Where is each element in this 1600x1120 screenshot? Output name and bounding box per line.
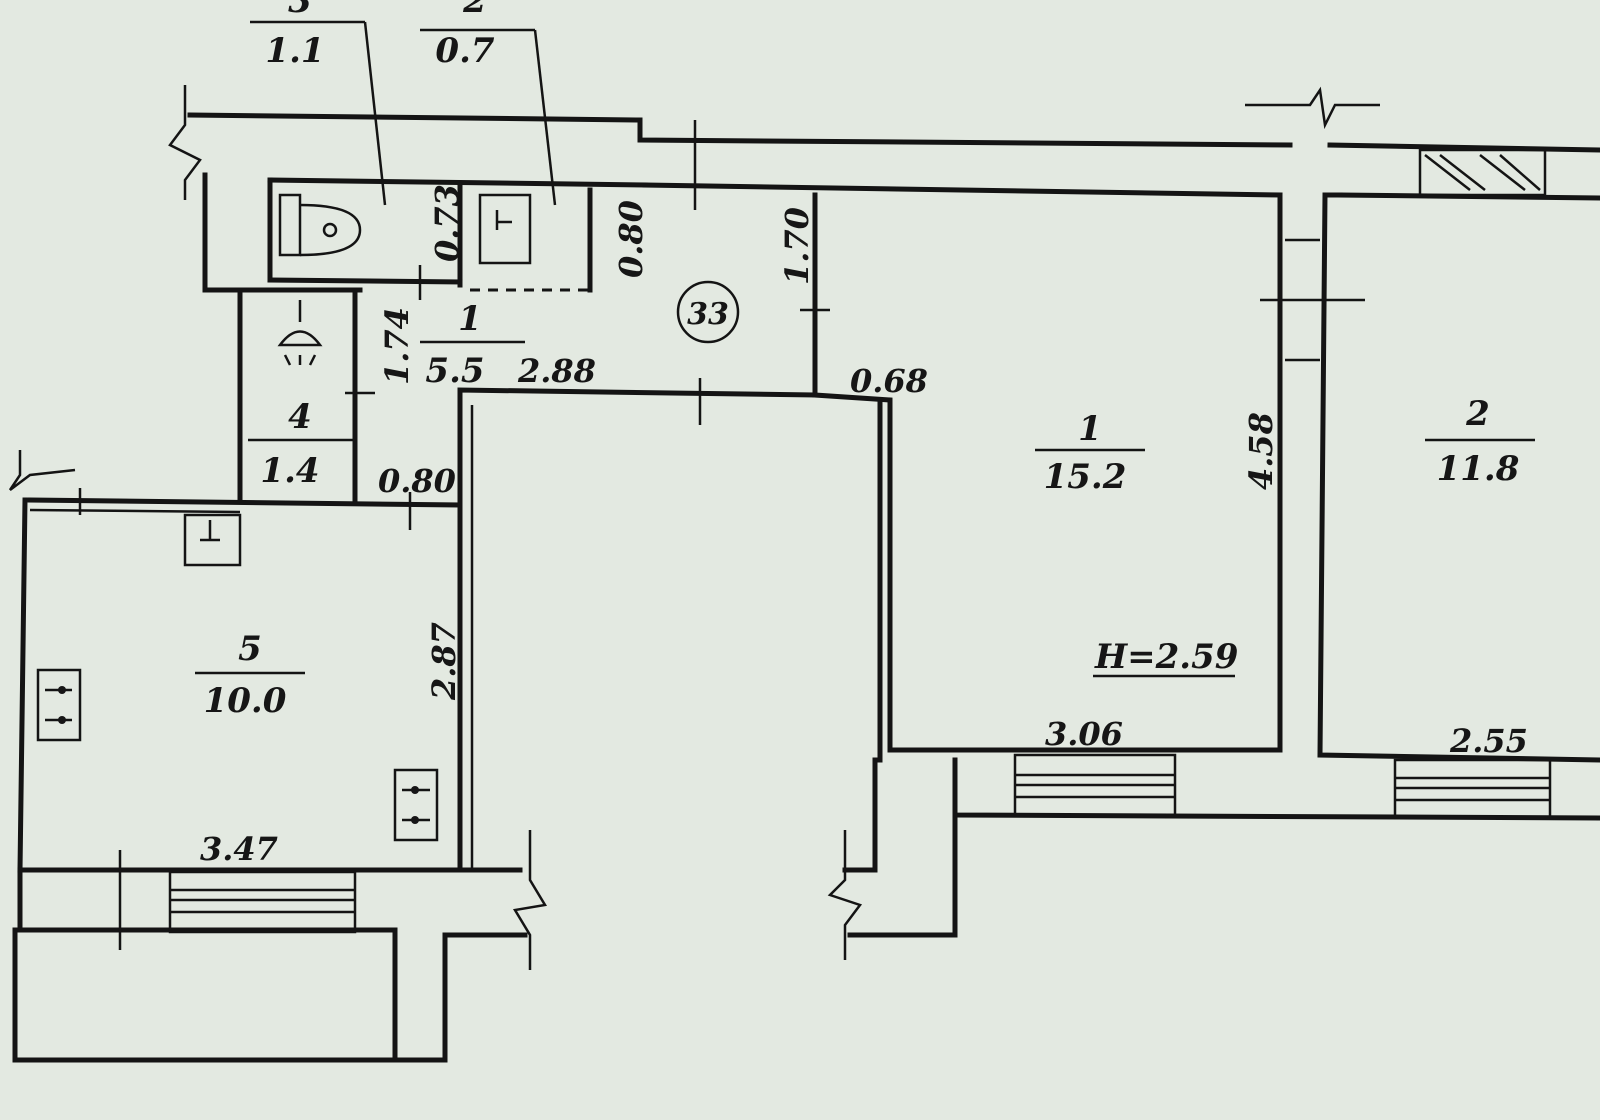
windows [168,148,1552,934]
apartment-number-label: 33 [687,297,729,332]
room-area: 0.7 [435,31,494,71]
dimension-label: 2.88 [517,352,596,390]
dimension-label: 0.80 [378,462,456,500]
room-area: 15.2 [1044,457,1127,497]
dimension-label: 2.55 [1449,722,1528,760]
toilet-icon [278,193,362,257]
fixtures [36,193,532,842]
room-number: 2 [1465,394,1490,434]
walls [8,85,1600,1063]
room-area: 5.5 [425,351,484,391]
dimension-label: 2.87 [425,622,463,701]
dimension-label: 0.80 [612,200,650,278]
stove-icon [393,768,439,842]
ceiling-height-label: H=2.59 [1094,637,1238,677]
dimension-label: 0.73 [428,184,466,262]
dimension-label: 1.74 [378,307,416,385]
room-area: 11.8 [1437,449,1520,489]
dimension-label: 0.68 [850,362,928,400]
dimension-labels: 0.73 0.80 1.70 1.74 2.88 0.68 4.58 0.80 … [200,184,1528,868]
dimension-label: 3.06 [1045,715,1123,753]
room-area: 10.0 [204,681,287,721]
room-number: 3 [288,0,312,21]
stove-icon [36,668,82,742]
room-number: 5 [238,629,262,669]
room-number: 1 [458,299,482,339]
room-area: 1.1 [265,31,324,71]
room-labels: 1 15.2 2 11.8 5 10.0 1 5.5 4 1.4 3 1.1 2… [195,0,1535,721]
apartment-number: 33 [676,280,740,344]
ceiling-height: H=2.59 [1093,637,1238,678]
room-number: 1 [1078,409,1102,449]
shower-icon [277,300,323,366]
dimension-label: 3.47 [200,830,278,868]
room-area: 1.4 [260,451,319,491]
dimension-label: 4.58 [1242,412,1280,490]
door-ticks [78,120,1365,950]
room-number: 4 [288,397,312,437]
dimension-label: 1.70 [778,207,816,285]
kitchen-sink-icon [183,513,242,567]
sink-icon [478,193,532,265]
room-number: 2 [462,0,487,21]
